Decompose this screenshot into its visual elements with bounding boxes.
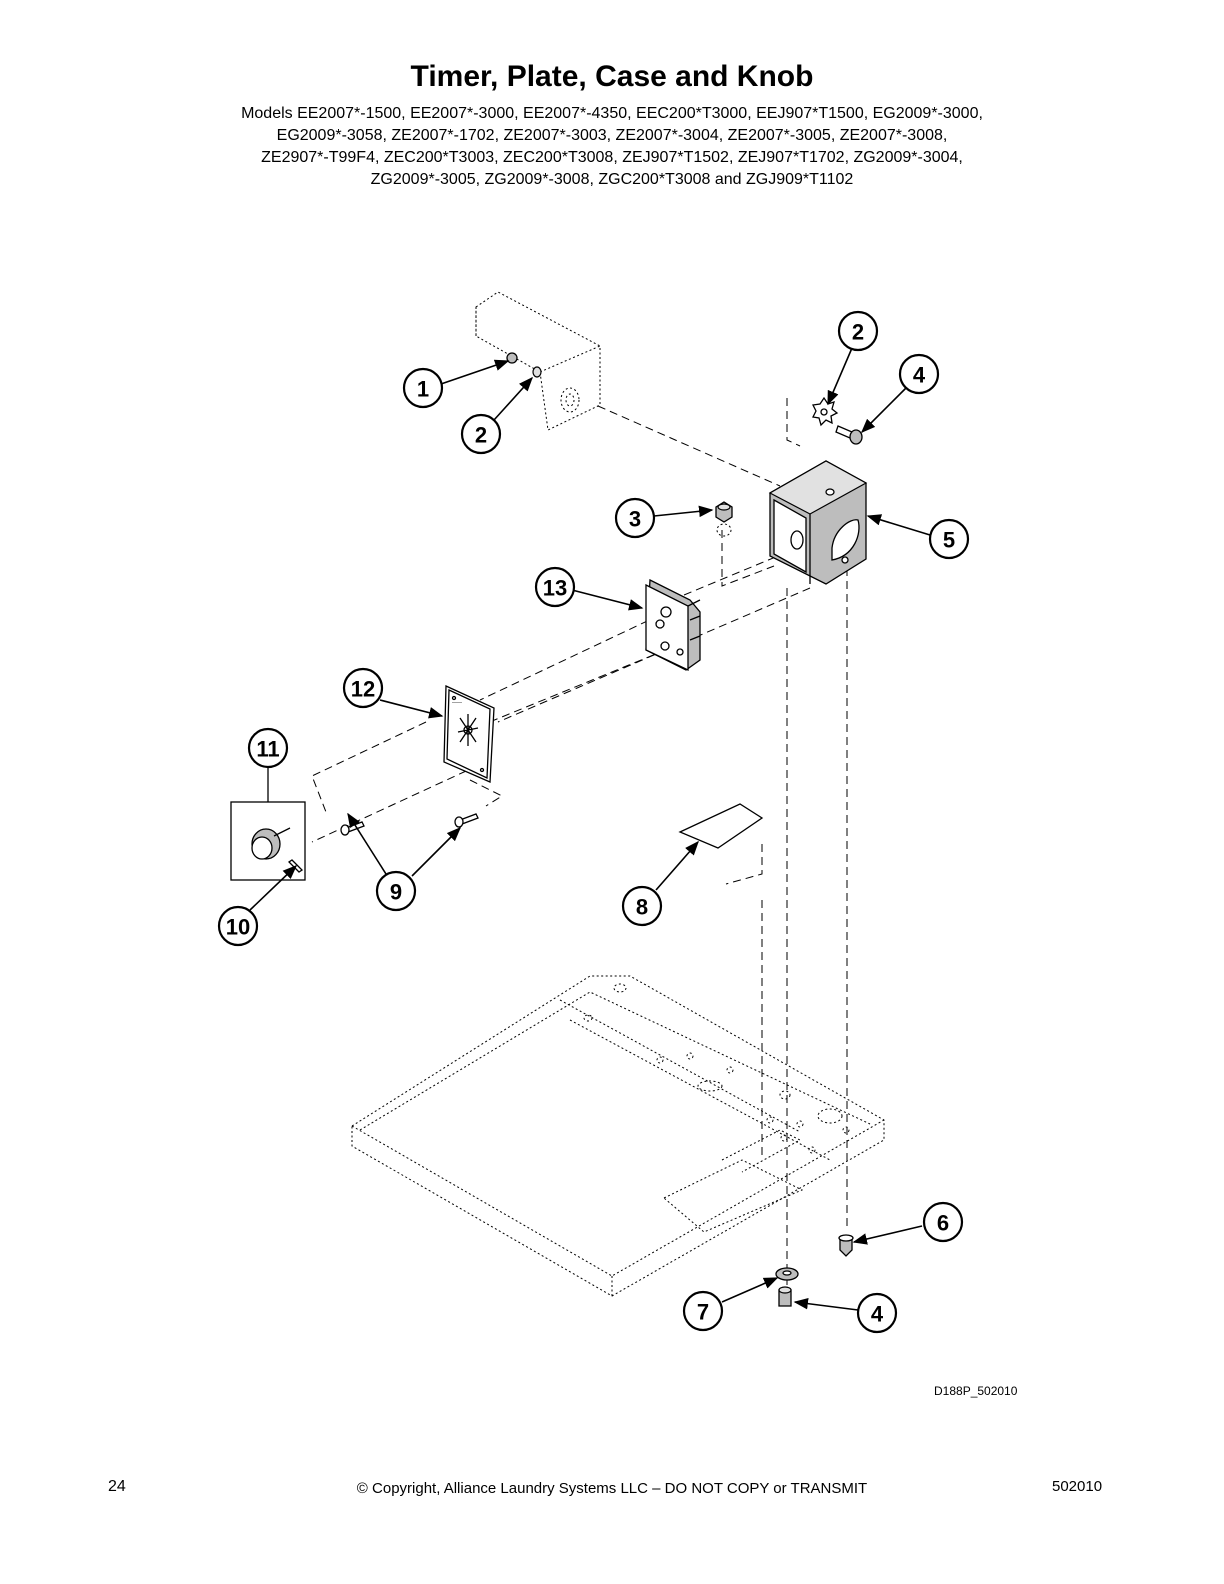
assembly-guide-lines (311, 398, 848, 1300)
page-title: Timer, Plate, Case and Knob (410, 60, 814, 93)
bottom-hardware (775, 1234, 854, 1307)
model-line: ZE2907*-T99F4, ZEC200*T3003, ZEC200*T300… (261, 149, 963, 166)
svg-text:2: 2 (852, 320, 864, 345)
leader-lines (249, 347, 931, 1311)
document-number: 502010 (1052, 1478, 1103, 1495)
model-line: EG2009*-3058, ZE2007*-1702, ZE2007*-3003… (276, 127, 948, 144)
callout-10: 10 (217, 905, 259, 947)
timer (645, 578, 701, 672)
svg-text:4: 4 (913, 363, 926, 388)
svg-text:9: 9 (390, 880, 402, 905)
model-line: Models EE2007*-1500, EE2007*-3000, EE200… (241, 105, 983, 122)
page-number: 24 (108, 1478, 126, 1495)
svg-text:11: 11 (256, 737, 279, 762)
svg-text:1: 1 (417, 377, 429, 402)
svg-text:——: —— (452, 700, 462, 706)
model-list: Models EE2007*-1500, EE2007*-3000, EE200… (150, 103, 1074, 191)
model-line: ZG2009*-3005, ZG2009*-3008, ZGC200*T3008… (370, 171, 854, 188)
callout-11: 11 (247, 727, 289, 769)
callout-2: 2 (460, 413, 502, 455)
svg-text:3: 3 (629, 507, 641, 532)
star-washer (812, 396, 839, 427)
callout-5: 5 (928, 518, 970, 560)
copyright-notice: © Copyright, Alliance Laundry Systems LL… (356, 1480, 868, 1497)
svg-text:2: 2 (475, 423, 487, 448)
callout-3: 3 (614, 497, 656, 539)
plate-screws (340, 813, 479, 836)
callout-9: 9 (375, 870, 417, 912)
callout-4: 4 (898, 353, 940, 395)
callout-12: 12 (342, 667, 384, 709)
callout-8: 8 (621, 885, 663, 927)
svg-text:7: 7 (697, 1300, 709, 1325)
callout-6: 6 (922, 1201, 964, 1243)
drawing-reference: D188P_502010 (934, 1384, 1018, 1398)
screw (835, 425, 863, 445)
hex-nut (715, 501, 733, 537)
svg-text:12: 12 (351, 677, 375, 702)
svg-text:13: 13 (543, 576, 567, 601)
svg-text:8: 8 (636, 895, 648, 920)
callout-1: 1 (402, 367, 444, 409)
callout-2: 2 (837, 310, 879, 352)
callout-7: 7 (682, 1290, 724, 1332)
svg-text:5: 5 (943, 528, 955, 553)
control-console (351, 975, 885, 1297)
control-plate: —— (443, 684, 495, 783)
timer-case (768, 460, 868, 585)
svg-text:10: 10 (226, 915, 250, 940)
svg-text:4: 4 (871, 1302, 884, 1327)
mounting-bracket (475, 291, 601, 431)
callout-13: 13 (534, 566, 576, 608)
label-sheet (678, 803, 764, 849)
knob-box (230, 768, 306, 881)
svg-text:6: 6 (937, 1211, 949, 1236)
callout-4: 4 (856, 1292, 898, 1334)
